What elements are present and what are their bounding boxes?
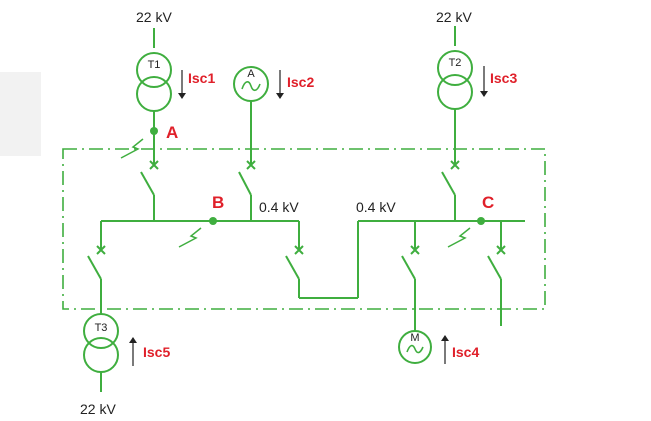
arrow-head-icon xyxy=(276,93,284,99)
m-label: M xyxy=(410,332,419,344)
bus-tie xyxy=(285,221,359,299)
fault-icon xyxy=(120,138,144,159)
switchboard-boundary xyxy=(62,148,546,310)
breaker-cross-icon xyxy=(294,245,304,255)
switch-blade xyxy=(285,255,300,280)
breaker-cross-icon xyxy=(246,160,256,170)
node-b-label: B xyxy=(212,193,224,212)
sine-wave-icon xyxy=(406,344,424,354)
isc1-label: Isc1 xyxy=(188,70,215,86)
breaker-cross-icon xyxy=(496,245,506,255)
transformer-t3 xyxy=(83,313,119,392)
arrow-head-icon xyxy=(129,337,137,343)
t1-label: T1 xyxy=(148,59,161,71)
isc5-label: Isc5 xyxy=(143,344,170,360)
breaker-cross-icon xyxy=(410,245,420,255)
node-c-label: C xyxy=(482,193,494,212)
t3-label: T3 xyxy=(95,322,108,334)
breaker-cross-icon xyxy=(96,245,106,255)
breaker-cross-icon xyxy=(450,160,460,170)
a-label: A xyxy=(247,68,255,80)
fault-icon xyxy=(447,227,471,248)
breaker-cross-icon xyxy=(149,160,159,170)
switch-blade xyxy=(441,171,456,196)
t2-label: T2 xyxy=(449,57,462,69)
node-a-label: A xyxy=(166,123,178,142)
sine-wave-icon xyxy=(241,81,261,92)
isc4-label: Isc4 xyxy=(452,344,479,360)
side-panel xyxy=(0,72,41,156)
motor-m xyxy=(398,330,432,364)
generator-a xyxy=(233,66,269,221)
arrow-head-icon xyxy=(178,93,186,99)
switch-blade xyxy=(487,255,502,280)
left-busbar xyxy=(101,217,299,248)
fault-icon xyxy=(178,227,202,248)
feeder-motor xyxy=(401,221,420,331)
switch-blade xyxy=(401,255,416,280)
node-b-dot xyxy=(209,217,217,225)
transformer-t2 xyxy=(437,26,473,221)
isc2-label: Isc2 xyxy=(287,74,314,90)
isc3-label: Isc3 xyxy=(490,70,517,86)
switch-blade xyxy=(140,171,155,196)
arrow-head-icon xyxy=(480,91,488,97)
right-bus-voltage: 0.4 kV xyxy=(356,199,396,215)
node-c-dot xyxy=(477,217,485,225)
t2-voltage: 22 kV xyxy=(436,9,472,25)
feeder-t3 xyxy=(87,221,106,314)
switch-blade xyxy=(87,255,102,280)
left-bus-voltage: 0.4 kV xyxy=(259,199,299,215)
arrow-head-icon xyxy=(441,335,449,341)
feeder-outgoing xyxy=(487,221,506,326)
switch-blade xyxy=(238,171,252,196)
right-busbar xyxy=(358,217,525,248)
transformer-t1 xyxy=(120,28,172,221)
t1-voltage: 22 kV xyxy=(136,9,172,25)
t3-voltage: 22 kV xyxy=(80,401,116,417)
